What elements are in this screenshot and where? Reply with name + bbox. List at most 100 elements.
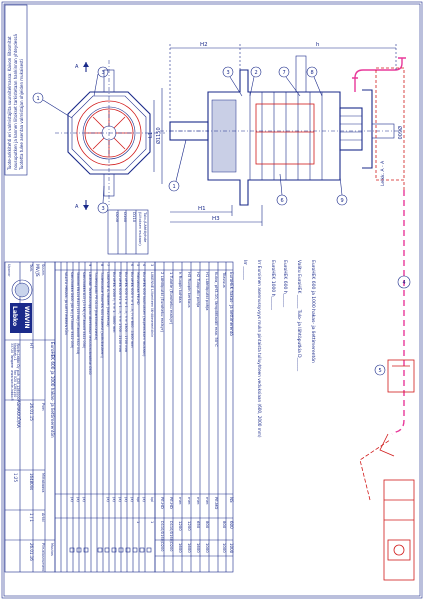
svg-text:6: 6 [281, 198, 284, 204]
svg-text:Maksakulaa PE-HD: Maksakulaa PE-HD [136, 272, 140, 305]
svg-text:EuroHEK 600 h1 = 1...h, h = 13: EuroHEK 600 h1 = 1...h, h = 1300...1700 … [124, 272, 128, 353]
svg-text:7: 7 [106, 264, 110, 266]
svg-text:1 Tulotie (Euroheku malsyr): 1 Tulotie (Euroheku malsyr) [169, 272, 174, 325]
section-view [160, 55, 400, 206]
dim-h: h [316, 42, 320, 48]
dimensions: H2 h H1 H3 Ø1150 L1 [148, 42, 397, 226]
svg-text:(x): (x) [118, 497, 122, 502]
uponor-text: Uponor [7, 264, 11, 277]
lower-rows: 3 LIIKENNE Liikenteen lähtömerentönin kp… [64, 264, 154, 523]
svg-text:3: 3 [102, 70, 105, 76]
svg-text:3: 3 [102, 206, 105, 212]
svg-text:PE-HD: PE-HD [160, 497, 165, 509]
drawn-label: Suunn. [41, 264, 45, 276]
svg-text:4: 4 [403, 280, 406, 286]
svg-text:3: 3 [150, 264, 154, 266]
spec-line-5: Irr Euroimen asennussyvyys mukn pintaist… [257, 260, 262, 438]
address-line-2: Visiokatu 1 [13, 343, 17, 361]
svg-text:EuroHEK 600 kuultuksen (aspemu: EuroHEK 600 kuultuksen (aspemuksen mukaa… [142, 272, 146, 357]
callout-4: 4 [397, 275, 411, 289]
svg-text:1000: 1000 [205, 543, 210, 553]
svg-text:h Ruopin kohtaa: h Ruopin kohtaa [178, 272, 183, 303]
svg-text:1: 1 [37, 96, 40, 102]
title-text: EuroHEK 600 ja 1000 hakas- ja liettimere… [50, 342, 55, 438]
svg-text:LIIKENNE Tarkastusrappuno oike: LIIKENNE Tarkastusrappuno oikeetanssa ve… [88, 272, 93, 375]
svg-text:1600: 1600 [178, 543, 183, 553]
revision-label: Muutos [50, 543, 54, 556]
svg-text:5: 5 [379, 368, 382, 374]
svg-text:1600: 1600 [187, 543, 192, 553]
callout-5: 5 [374, 359, 415, 393]
svg-text:(x): (x) [70, 497, 74, 502]
dim-h2: H2 [200, 42, 208, 48]
note-line-2: nousuputken ja kannen liitokset tarkiste… [13, 34, 18, 170]
date-label: Pvm [41, 403, 45, 411]
svg-text:D110: D110 [132, 212, 137, 223]
svg-text:Tuuletusputki PE D110 (karkiil: Tuuletusputki PE D110 (karkiilonuunesta) [94, 271, 98, 340]
svg-text:(Liitoksen mukaan): (Liitoksen mukaan) [138, 212, 142, 246]
wavin-logo-text: WAVIN [23, 306, 30, 328]
svg-text:(x): (x) [142, 497, 146, 502]
svg-text:VALITU HEKAN- JA LIETTIMERENTÖ: VALITU HEKAN- JA LIETTIMERENTÖN [64, 272, 69, 335]
svg-text:D110/D160/D200: D110/D160/D200 [160, 521, 164, 552]
drawn-value: MV/JS [34, 264, 40, 277]
dim-d1150: Ø1150 [155, 127, 162, 144]
address-line-4: puh. 020 1285000 [16, 370, 20, 399]
revision-value: 26.01.16 [29, 543, 34, 561]
svg-text:1200: 1200 [187, 521, 192, 531]
svg-text:(x): (x) [112, 497, 116, 502]
svg-text:1600: 1600 [196, 543, 201, 553]
lower-right-equipment [359, 433, 415, 581]
svg-text:PE-MD: PE-MD [214, 497, 219, 509]
svg-text:Kansiluokka A15 (15 kN) (VT-ko: Kansiluokka A15 (15 kN) (VT-koodit 3322 … [82, 272, 86, 348]
svg-text:3: 3 [227, 70, 230, 76]
svg-text:kpl: kpl [150, 497, 154, 502]
spec-line-6: Irr ______ [242, 260, 248, 281]
svg-text:(x): (x) [82, 497, 86, 502]
checkbox-column [69, 547, 152, 553]
svg-text:1: 1 [173, 184, 176, 190]
check-value: HT [29, 343, 34, 349]
dim-d600: Ø600 [396, 126, 403, 139]
svg-text:PE-HD: PE-HD [169, 497, 174, 509]
address-line-5: fax 020 1285150 [13, 370, 17, 397]
callout-9: 9 [336, 175, 348, 206]
svg-text:2 Lähtöputki (Euroheku malsyr): 2 Lähtöputki (Euroheku malsyr) [160, 272, 165, 332]
company-logo: WAVIN Labko [10, 279, 33, 333]
address-line-1: Wavin-Labko Oy [16, 343, 20, 369]
svg-text:8: 8 [311, 70, 314, 76]
svg-text:mm: mm [205, 497, 210, 505]
callout-3-side: 3 [222, 66, 243, 97]
callout-7: 7 [278, 66, 301, 97]
svg-text:(x): (x) [106, 497, 110, 502]
svg-text:2: 2 [255, 70, 258, 76]
svg-text:9: 9 [341, 198, 344, 204]
svg-text:NS: NS [229, 497, 234, 503]
svg-text:Standard EN124 B125 (125 kN) (: Standard EN124 B125 (125 kN) (VT-koodit … [76, 272, 80, 354]
sheet-value: 1 / 1 [29, 513, 34, 522]
spec-line-4: EuroHEK 1000 h______ [270, 260, 276, 311]
svg-text:Kansiluokka D400 (40 tn) (VT-k: Kansiluokka D400 (40 tn) (VT-koodi 3322 … [70, 272, 74, 348]
parts-table [154, 261, 234, 573]
drawing-no-value: ASMAKKIÖ/KA [16, 400, 21, 428]
note-line-3: Tuotetta tulee asentaa valmistajan ohjei… [19, 59, 24, 171]
svg-text:650: 650 [196, 521, 201, 529]
svg-text:H1 Lähtöputki pohja: H1 Lähtöputki pohja [205, 272, 210, 310]
svg-text:(x): (x) [130, 497, 134, 502]
svg-text:9: 9 [88, 264, 92, 266]
svg-text:1000: 1000 [229, 543, 234, 554]
scale-label: Mittakaava [41, 473, 45, 492]
svg-text:D200: D200 [115, 212, 120, 223]
svg-text:kpl: kpl [136, 497, 140, 502]
svg-text:EuroHEK 600 h = 1...h, h = 800: EuroHEK 600 h = 1...h, h = 800...1300 mm [130, 272, 134, 348]
code-value: 16480lis [29, 473, 34, 490]
svg-text:mm: mm [187, 497, 192, 505]
svg-text:EuroHEK 600 h1 = 1...h, h = 17: EuroHEK 600 h1 = 1...h, h = 1700...2100 … [118, 272, 122, 353]
svg-text:D110/D160/D200: D110/D160/D200 [169, 521, 173, 552]
svg-text:(x): (x) [76, 497, 80, 502]
svg-text:1200: 1200 [178, 521, 183, 531]
check-label: Tark. [29, 263, 33, 272]
svg-text:1: 1 [136, 521, 140, 523]
